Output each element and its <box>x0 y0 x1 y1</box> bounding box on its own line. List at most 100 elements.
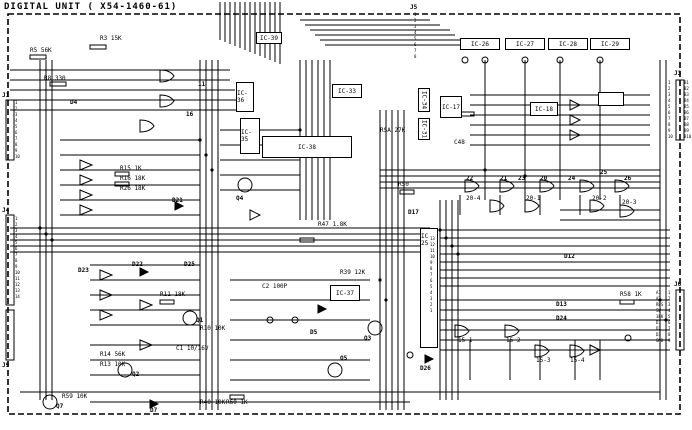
ic-39: IC-39 <box>256 32 282 44</box>
bus-h2 <box>380 169 660 189</box>
label-d5: D5 <box>310 329 318 336</box>
ic-35: IC-35 <box>240 118 260 154</box>
ic-37: IC-37 <box>330 285 360 301</box>
gate-20-3: 20-3 <box>622 199 637 206</box>
bus-v-right <box>439 200 459 400</box>
j4-pins: 1 2 3 4 5 6 7 8 9 10 11 12 13 14 <box>15 216 20 299</box>
ic25-pins: 13 12 11 10 9 8 7 6 5 4 3 2 1 <box>430 236 435 313</box>
gate-25: 25 <box>600 169 608 176</box>
j3-outline <box>675 79 685 141</box>
junctions <box>38 128 668 322</box>
connector-j1-label: J1 <box>2 92 10 99</box>
j9-outline <box>5 309 15 361</box>
label-r16: R16 18K <box>120 175 146 182</box>
label-r13: R13 10K <box>100 361 126 368</box>
label-d21: D21 <box>172 197 183 204</box>
bus-h3 <box>10 227 430 253</box>
bus-bottom <box>20 391 660 403</box>
transistors <box>42 177 383 410</box>
gates-right <box>249 99 635 358</box>
label-d25: D25 <box>184 261 195 268</box>
gate-24: 24 <box>568 175 576 182</box>
ic-38: IC-38 <box>262 136 352 158</box>
label-r39: R39 12K <box>340 269 366 276</box>
connector-j5-label: J5 <box>410 4 418 11</box>
ic-32 <box>598 92 624 106</box>
gate-20-1: 20-1 <box>526 195 541 202</box>
ic-18: IC-18 <box>530 102 558 116</box>
bus-h4 <box>440 229 670 287</box>
label-q4: Q4 <box>236 195 244 202</box>
gate-20-4: 20-4 <box>466 195 481 202</box>
label-rsa: RSA 27K <box>380 127 406 134</box>
label-r59: R59 10K <box>62 393 88 400</box>
gate-15-3: 15-3 <box>536 357 551 364</box>
label-r8: R8 330 <box>44 75 66 82</box>
label-r50: R50 <box>398 181 409 188</box>
bus-v-misc <box>379 110 405 410</box>
label-q5: Q5 <box>340 355 348 362</box>
ic-27: IC-27 <box>505 38 545 50</box>
gate-20: 20 <box>540 175 548 182</box>
connector-j4-label: J4 <box>2 207 10 214</box>
top-right-bus <box>300 19 465 46</box>
resistors <box>29 44 635 400</box>
label-q1: Q1 <box>196 317 204 324</box>
label-q2: Q2 <box>132 371 140 378</box>
gate-22: 22 <box>466 175 474 182</box>
label-c1: C1 10/16V <box>176 345 209 352</box>
ic-34: IC-34 <box>418 88 430 112</box>
label-q3: Q3 <box>364 335 372 342</box>
label-r11: R11 18K <box>160 291 186 298</box>
label-d26: D26 <box>420 365 431 372</box>
gate-11: 11 <box>198 81 206 88</box>
label-r40: R40 10K <box>200 399 226 406</box>
label-d24: D24 <box>556 315 567 322</box>
label-r58: R58 1K <box>620 291 642 298</box>
j4-outline <box>5 214 15 306</box>
gate-21: 21 <box>500 175 508 182</box>
gate-15-1: 15-1 <box>458 337 473 344</box>
label-r15: R15 1K <box>120 165 142 172</box>
bus-v-left <box>39 60 53 400</box>
label-d23: D23 <box>78 267 89 274</box>
label-r5: R5 56K <box>30 47 52 54</box>
label-r47: R47 1.8K <box>318 221 347 228</box>
label-r60: R60 1K <box>226 399 248 406</box>
gate-16: 16 <box>186 111 194 118</box>
label-r26: R26 18K <box>120 185 146 192</box>
ic-28: IC-28 <box>548 38 588 50</box>
label-d4: D4 <box>70 99 78 106</box>
label-d12: D12 <box>564 253 575 260</box>
bus-h1 <box>10 69 250 111</box>
ic-29: IC-29 <box>590 38 630 50</box>
connector-j6-label: J6 <box>674 281 682 288</box>
wires-misc <box>60 129 370 381</box>
ic-17: IC-17 <box>440 96 462 118</box>
gate-26: 26 <box>624 175 632 182</box>
label-r14: R14 56K <box>100 351 126 358</box>
test-points <box>266 56 632 359</box>
ic-33: IC-33 <box>332 84 362 98</box>
label-d17: D17 <box>408 209 419 216</box>
ic-25: IC 25 <box>420 228 438 348</box>
j1-pins: 1 2 3 4 5 6 7 8 9 10 <box>15 100 20 159</box>
board-outline <box>7 13 681 415</box>
j6-signals: A1 A2 RES 5W 38K D1 D2 D3 GND <box>656 290 664 343</box>
j5-pins: 1 2 3 4 5 6 7 8 <box>414 12 417 59</box>
connector-j3-label: J3 <box>674 70 682 77</box>
label-r3: R3 15K <box>100 35 122 42</box>
wires-right <box>470 94 660 221</box>
j6-outline <box>675 289 685 351</box>
bus-h5 <box>440 299 670 351</box>
ic-26: IC-26 <box>460 38 500 50</box>
label-d13: D13 <box>556 301 567 308</box>
bus-v-far-right <box>659 60 667 400</box>
bus-v-ic2x <box>484 60 601 200</box>
j3-signals: B1 B2 B3 B4 B5 B6 B7 B8 B9 B10 <box>684 80 692 139</box>
gates-left <box>79 69 175 351</box>
j3-pins: 1 2 3 4 5 6 7 8 9 10 <box>668 80 673 139</box>
gate-20-2: 20-2 <box>592 195 607 202</box>
label-c2: C2 100P <box>262 283 288 290</box>
ic-36: IC-36 <box>236 82 254 112</box>
